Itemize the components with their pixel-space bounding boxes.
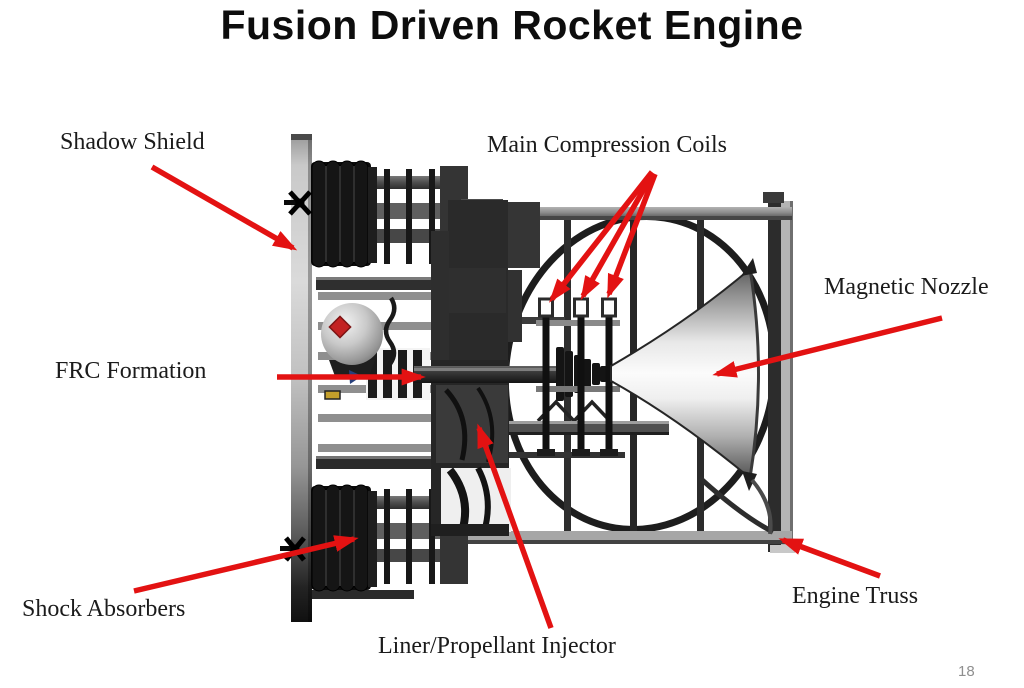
- label-main-compression-coils: Main Compression Coils: [487, 132, 728, 158]
- main-compression-coils-arrow-3: [606, 173, 658, 299]
- label-shadow-shield: Shadow Shield: [60, 129, 205, 155]
- liner-propellant-injector-arrow: [476, 423, 554, 629]
- magnetic-nozzle-arrow: [712, 315, 943, 378]
- main-compression-coils-arrow-1: [549, 170, 655, 303]
- label-liner-propellant-injector: Liner/Propellant Injector: [378, 633, 616, 659]
- chain: [383, 296, 397, 388]
- magnetic-nozzle-cone: [610, 258, 760, 491]
- wing-nut-top: [284, 190, 312, 216]
- label-shock-absorbers: Shock Absorbers: [22, 596, 186, 622]
- page-number: 18: [958, 663, 975, 680]
- liner-propellant-injector-part: [431, 466, 511, 536]
- annotation-arrows: [133, 164, 943, 629]
- label-engine-truss: Engine Truss: [792, 583, 919, 609]
- shadow-shield-arrow: [150, 164, 298, 251]
- engine-truss-arrow: [778, 537, 881, 579]
- nozzle-support-tubes: [698, 476, 775, 535]
- label-frc-formation: FRC Formation: [55, 358, 207, 384]
- main-compression-coils-part: [536, 297, 620, 456]
- slide-title: Fusion Driven Rocket Engine: [220, 2, 804, 48]
- hazard-diamond-icon: [328, 315, 352, 339]
- label-magnetic-nozzle: Magnetic Nozzle: [824, 274, 989, 300]
- main-compression-coils-arrow-2: [580, 171, 656, 301]
- shock-absorbers-arrow: [133, 535, 359, 594]
